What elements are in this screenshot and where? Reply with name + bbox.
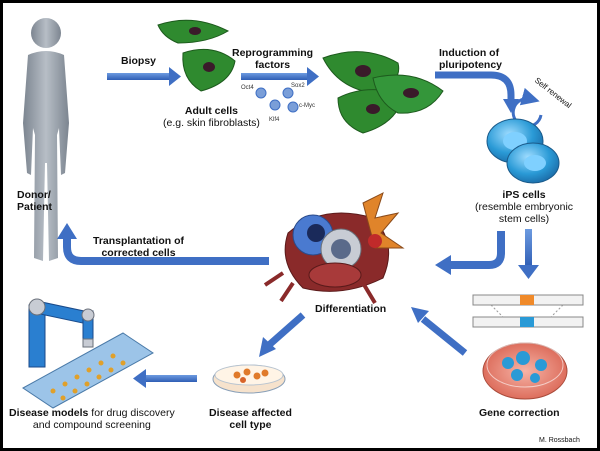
induction-label-line2: pluripotency xyxy=(439,59,503,71)
ips-subtitle-line1: (resemble embryonic xyxy=(475,201,574,213)
ips-cells xyxy=(486,118,560,184)
reprogramming-label-line2: factors xyxy=(255,59,291,71)
reprogramming-label: Reprogramming factors xyxy=(232,47,313,71)
donor-label-line2: Patient xyxy=(17,201,53,213)
transplantation-label: Transplantation of corrected cells xyxy=(93,235,184,259)
arrow-ips-to-gene-correction xyxy=(518,229,539,279)
disease-cell-type-label: Disease affected cell type xyxy=(209,407,292,431)
arrow-differentiation-to-disease xyxy=(259,312,306,357)
reprogrammed-cells xyxy=(322,51,444,134)
adult-cells-label: Adult cells (e.g. skin fibroblasts) xyxy=(163,105,260,129)
disease-models-line2: and compound screening xyxy=(32,419,151,431)
disease-models-rest: for drug discovery xyxy=(88,407,175,419)
factor-cmyc: c-Myc xyxy=(299,103,315,109)
robot-screening-icon xyxy=(22,298,154,409)
arrow-biopsy xyxy=(107,67,181,86)
disease-cell-dish xyxy=(212,364,286,394)
transplantation-label-line1: Transplantation of xyxy=(93,235,185,247)
transplantation-label-line2: corrected cells xyxy=(101,247,176,259)
donor-label-line1: Donor/ xyxy=(17,189,51,201)
arrow-ips-to-differentiation xyxy=(435,231,505,275)
donor-label: Donor/ Patient xyxy=(17,189,52,213)
ips-label: iPS cells (resemble embryonic stem cells… xyxy=(475,189,573,225)
factor-sox2: Sox2 xyxy=(291,83,305,89)
factor-oct4: Oct4 xyxy=(241,85,254,91)
differentiated-cells-cluster xyxy=(263,192,405,305)
adult-cells-title: Adult cells xyxy=(184,105,238,117)
disease-models-bold: Disease models xyxy=(9,407,89,419)
biopsy-label: Biopsy xyxy=(121,55,157,67)
arrow-to-disease-models xyxy=(133,369,197,388)
arrow-induction xyxy=(435,71,519,113)
adult-cells-subtitle: (e.g. skin fibroblasts) xyxy=(163,117,260,129)
disease-models-label: Disease models for drug discovery and co… xyxy=(9,407,175,431)
disease-cell-type-line1: Disease affected xyxy=(209,407,292,419)
arrow-transplantation xyxy=(57,223,269,265)
ips-subtitle-line2: stem cells) xyxy=(498,213,550,225)
arrow-gene-correction-to-differentiation xyxy=(411,307,468,356)
gene-correction-dish xyxy=(482,342,568,400)
ips-title: iPS cells xyxy=(502,189,546,201)
differentiation-label: Differentiation xyxy=(315,303,387,315)
credit-label: M. Rossbach xyxy=(539,437,580,444)
disease-models-line1: Disease models for drug discovery xyxy=(9,407,175,419)
induction-label-line1: Induction of xyxy=(439,47,500,59)
gene-correction-label: Gene correction xyxy=(479,407,560,419)
gene-chromosome-bars xyxy=(472,294,584,328)
disease-cell-type-line2: cell type xyxy=(229,419,272,431)
human-silhouette-icon xyxy=(23,18,69,261)
reprogramming-factor-particles xyxy=(255,87,299,113)
adult-fibroblast-cells xyxy=(157,19,236,92)
diagram-canvas xyxy=(22,18,584,409)
reprogramming-label-line1: Reprogramming xyxy=(232,47,314,59)
arrow-reprogramming xyxy=(241,67,319,86)
factor-klf4: Klf4 xyxy=(269,117,280,123)
induction-label: Induction of pluripotency xyxy=(439,47,502,71)
